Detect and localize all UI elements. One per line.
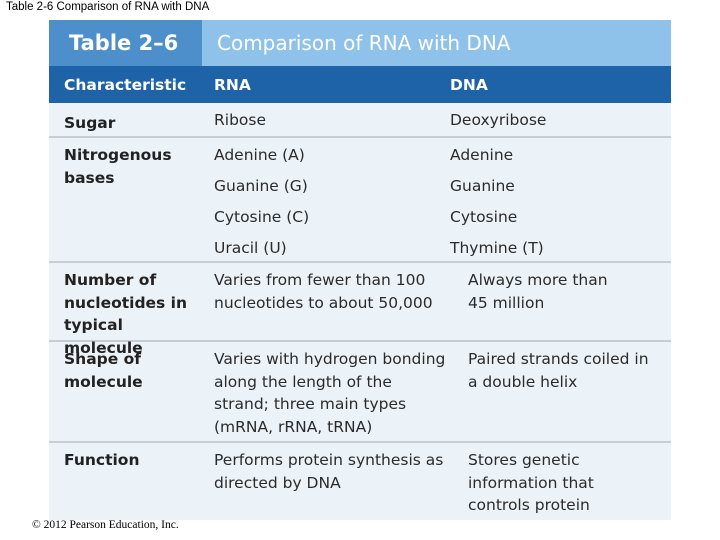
dna-base-item: Adenine <box>450 146 514 164</box>
table-header-row: Characteristic RNA DNA <box>49 66 671 103</box>
row-characteristic: Shape of molecule <box>64 350 143 391</box>
row-dna-value: Always more than 45 million <box>468 271 608 312</box>
copyright-footer: © 2012 Pearson Education, Inc. <box>32 519 179 531</box>
row-characteristic: Sugar <box>64 114 116 132</box>
row-rna-value: Adenine (A) Guanine (G) Cytosine (C) Ura… <box>214 138 450 261</box>
row-rna-value: Performs protein synthesis as directed b… <box>214 451 444 492</box>
slide-caption: Table 2-6 Comparison of RNA with DNA <box>6 1 210 13</box>
row-dna-value: Adenine Guanine Cytosine Thymine (T) <box>450 138 671 261</box>
header-dna: DNA <box>450 75 488 94</box>
row-characteristic: Nitrogenous bases <box>64 146 172 187</box>
header-characteristic: Characteristic <box>64 75 187 94</box>
table-title: Comparison of RNA with DNA <box>202 20 671 66</box>
rna-base-item: Guanine (G) <box>214 177 308 195</box>
table-row-function: Function Performs protein synthesis as d… <box>49 443 671 520</box>
dna-base-item: Cytosine <box>450 208 518 226</box>
table-title-bar: Table 2–6 Comparison of RNA with DNA <box>49 20 671 66</box>
row-dna-value: Paired strands coiled in a double helix <box>468 350 649 391</box>
table-row-nucleotides: Number of nucleotides in typical molecul… <box>49 263 671 357</box>
row-characteristic: Function <box>64 451 140 469</box>
row-dna-value: Deoxyribose <box>450 111 547 129</box>
row-rna-value: Varies from fewer than 100 nucleotides t… <box>214 271 433 312</box>
row-rna-value: Varies with hydrogen bonding along the l… <box>214 350 446 436</box>
row-dna-value: Stores genetic information that controls… <box>468 451 594 520</box>
table-row-bases: Nitrogenous bases Adenine (A) Guanine (G… <box>49 138 671 263</box>
rna-base-item: Uracil (U) <box>214 239 287 257</box>
table-row-shape: Shape of molecule Varies with hydrogen b… <box>49 342 671 443</box>
rna-base-item: Adenine (A) <box>214 146 305 164</box>
table-row-sugar: Sugar Ribose Deoxyribose <box>49 103 671 138</box>
row-rna-value: Ribose <box>214 111 267 129</box>
table-number: Table 2–6 <box>49 20 202 66</box>
row-characteristic: Number of nucleotides in typical molecul… <box>64 271 188 357</box>
comparison-table: Table 2–6 Comparison of RNA with DNA Cha… <box>49 20 671 520</box>
rna-base-item: Cytosine (C) <box>214 208 310 226</box>
dna-base-item: Thymine (T) <box>450 239 544 257</box>
dna-base-item: Guanine <box>450 177 515 195</box>
header-rna: RNA <box>214 75 251 94</box>
